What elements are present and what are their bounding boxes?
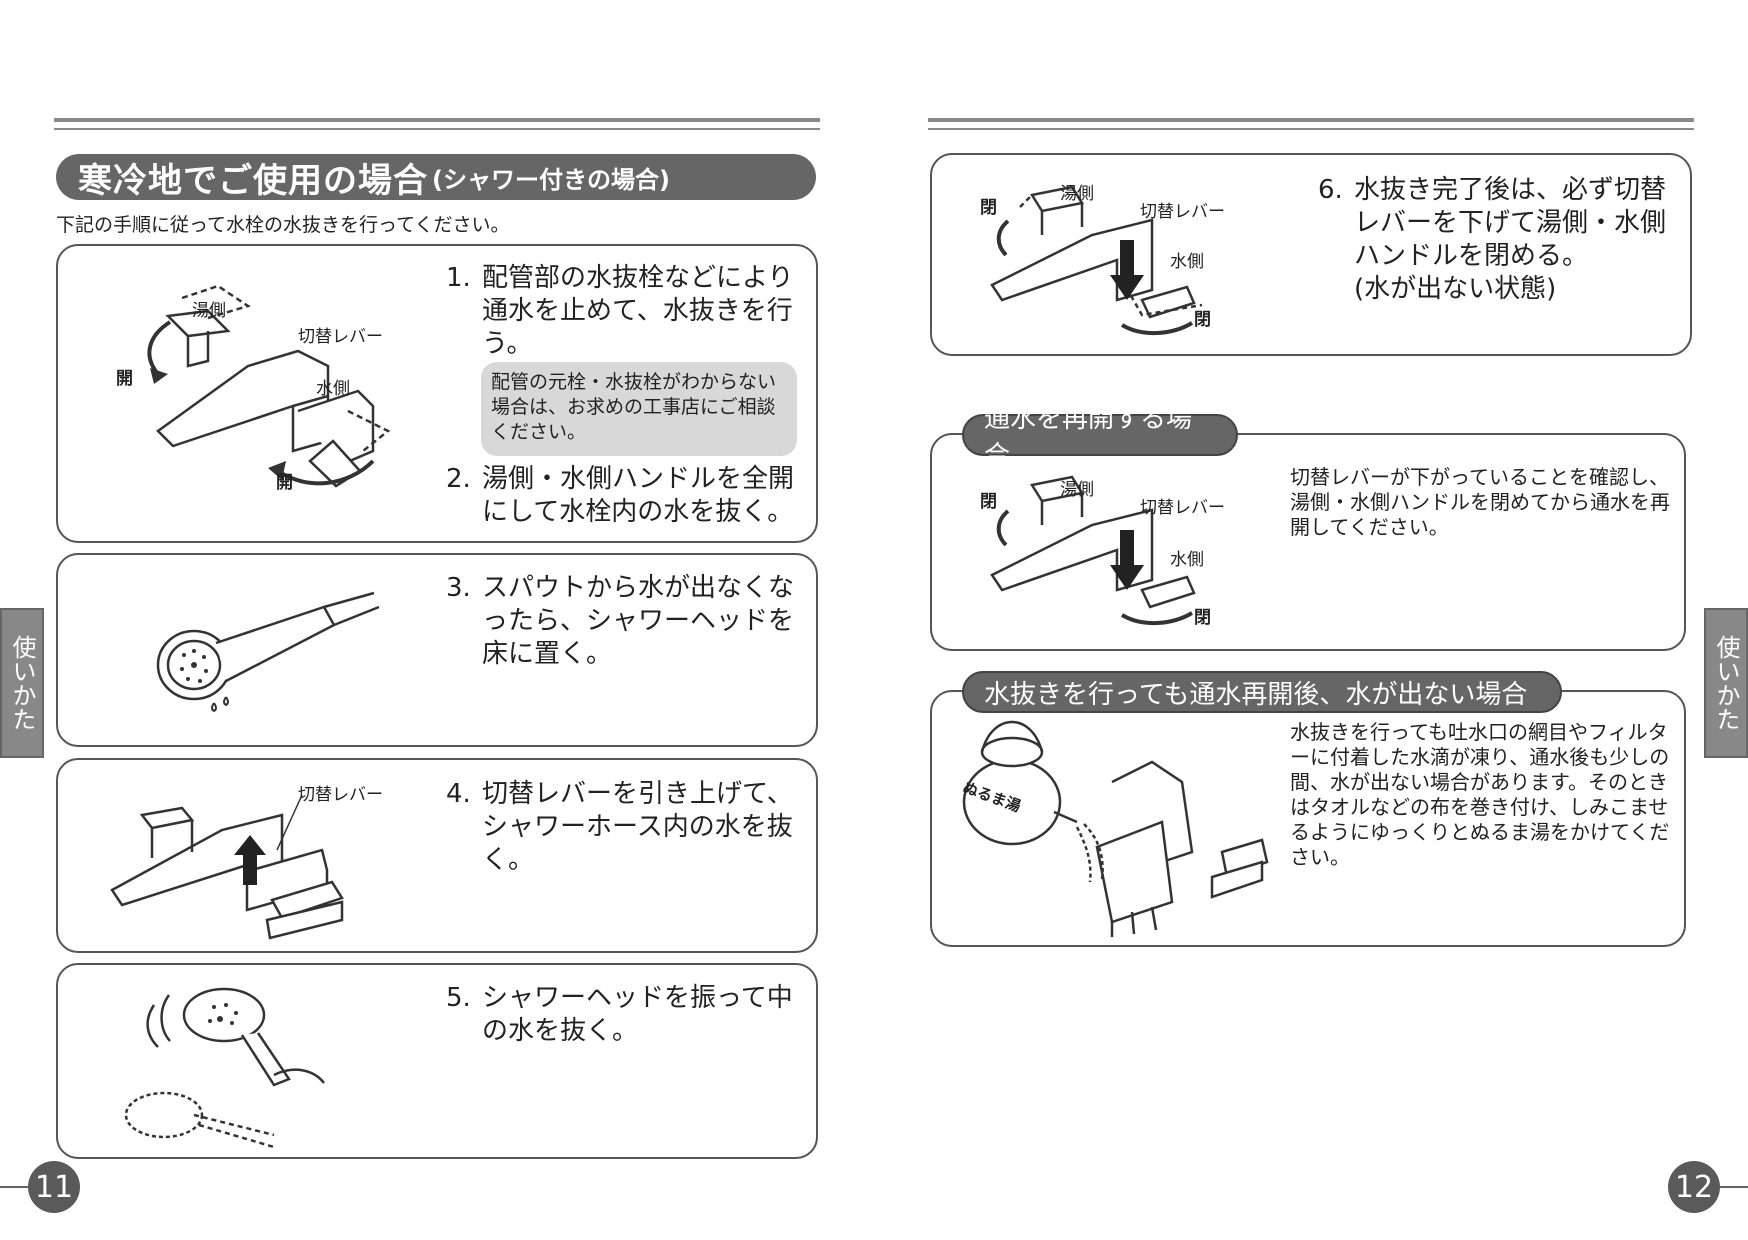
header-rule-left-thin [54, 128, 820, 130]
step-2-text: 湯側・水側ハンドルを全開にして水栓内の水を抜く。 [482, 464, 795, 527]
side-tab-right-text: 使いかた [1712, 635, 1740, 731]
page-line-left [0, 1186, 36, 1188]
nowater-box: ぬるま湯 [930, 690, 1686, 947]
label-cold-r: 水側 [1170, 550, 1204, 570]
label-hot-6: 湯側 [1060, 184, 1094, 204]
label-lever-4: 切替レバー [298, 785, 383, 805]
step-6-sub: (水が出ない状態) [1354, 274, 1557, 304]
side-tab-left-text: 使いかた [8, 635, 36, 731]
step-6-number: 6. [1318, 175, 1343, 205]
step-6-text: 水抜き完了後は、必ず切替レバーを下げて湯側・水側ハンドルを閉める。 [1354, 175, 1667, 271]
label-close-rb: 閉 [1194, 608, 1211, 628]
step-5-number: 5. [446, 983, 471, 1013]
header-rule-left [54, 118, 820, 122]
nowater-title: 水抜きを行っても通水再開後、水が出ない場合 [962, 671, 1562, 713]
label-open-1a: 開 [116, 369, 133, 389]
step-4-text: 切替レバーを引き上げて、シャワーホース内の水を抜く。 [482, 779, 793, 875]
step-3: 3. スパウトから水が出なくなったら、シャワーヘッドを床に置く。 [446, 572, 806, 671]
side-tab-right: 使いかた [1704, 608, 1748, 758]
label-cold-6: 水側 [1170, 252, 1204, 272]
step-2-number: 2. [446, 464, 471, 494]
step-3-text: スパウトから水が出なくなったら、シャワーヘッドを床に置く。 [482, 573, 795, 669]
faucet-close-illustration-1 [990, 185, 1203, 336]
shower-head-floor-illustration [156, 591, 380, 713]
faucet-lever-up-illustration [110, 794, 344, 940]
step-box-5 [56, 963, 818, 1159]
step-5: 5. シャワーヘッドを振って中の水を抜く。 [446, 982, 806, 1048]
resume-title: 通水を再開する場合 [962, 404, 1238, 471]
label-lever-6: 切替レバー [1140, 202, 1225, 222]
step-1: 1. 配管部の水抜栓などにより通水を止めて、水抜きを行う。 [446, 262, 806, 361]
faucet-open-illustration [147, 284, 391, 488]
label-lever-r: 切替レバー [1140, 498, 1225, 518]
step-1-number: 1. [446, 263, 471, 293]
title-main: 寒冷地でご使用の場合 [78, 160, 428, 201]
step-3-number: 3. [446, 573, 471, 603]
label-lever-1: 切替レバー [298, 327, 383, 347]
label-hot-r: 湯側 [1060, 480, 1094, 500]
side-tab-left: 使いかた [0, 608, 44, 758]
section-title: 寒冷地でご使用の場合 (シャワー付きの場合) [56, 154, 816, 201]
header-rule-right-thin [928, 128, 1694, 130]
step-6: 6. 水抜き完了後は、必ず切替レバーを下げて湯側・水側ハンドルを閉める。 (水が… [1318, 174, 1680, 306]
page-number-right: 12 [1668, 1161, 1720, 1213]
shake-shower-illustration [124, 987, 325, 1149]
step-4: 4. 切替レバーを引き上げて、シャワーホース内の水を抜く。 [446, 778, 806, 877]
step-2: 2. 湯側・水側ハンドルを全開にして水栓内の水を抜く。 [446, 463, 806, 529]
page-line-right [1712, 1186, 1748, 1188]
step-box-3 [56, 553, 818, 747]
note-box: 配管の元栓・水抜栓がわからない場合は、お求めの工事店にご相談ください。 [481, 362, 797, 456]
title-sub: (シャワー付きの場合) [432, 165, 670, 194]
nowater-text: 水抜きを行っても吐水口の網目やフィルターに付着した水滴が凍り、通水後も少しの間、… [1290, 720, 1670, 869]
label-open-1b: 開 [276, 473, 293, 493]
step-box-4: 切替レバー [56, 758, 818, 953]
label-close-6a: 閉 [980, 198, 997, 218]
label-close-ra: 閉 [980, 492, 997, 512]
label-close-6b: 閉 [1194, 310, 1211, 330]
step-5-text: シャワーヘッドを振って中の水を抜く。 [482, 983, 793, 1046]
resume-text: 切替レバーが下がっていることを確認し、湯側・水側ハンドルを閉めてから通水を再開し… [1290, 465, 1670, 539]
step-1-text: 配管部の水抜栓などにより通水を止めて、水抜きを行う。 [482, 263, 794, 359]
step-box-6: 湯側 切替レバー 水側 閉 閉 [930, 153, 1692, 356]
kettle-towel-illustration [962, 720, 1269, 937]
step-4-number: 4. [446, 779, 471, 809]
intro-text: 下記の手順に従って水栓の水抜きを行ってください。 [56, 214, 510, 236]
label-cold-1: 水側 [316, 379, 350, 399]
page-number-left: 11 [28, 1161, 80, 1213]
faucet-close-illustration-2 [990, 475, 1196, 626]
resume-box: 湯側 切替レバー 水側 閉 閉 [930, 433, 1686, 651]
header-rule-right [928, 118, 1694, 122]
label-hot-1: 湯側 [192, 301, 226, 321]
